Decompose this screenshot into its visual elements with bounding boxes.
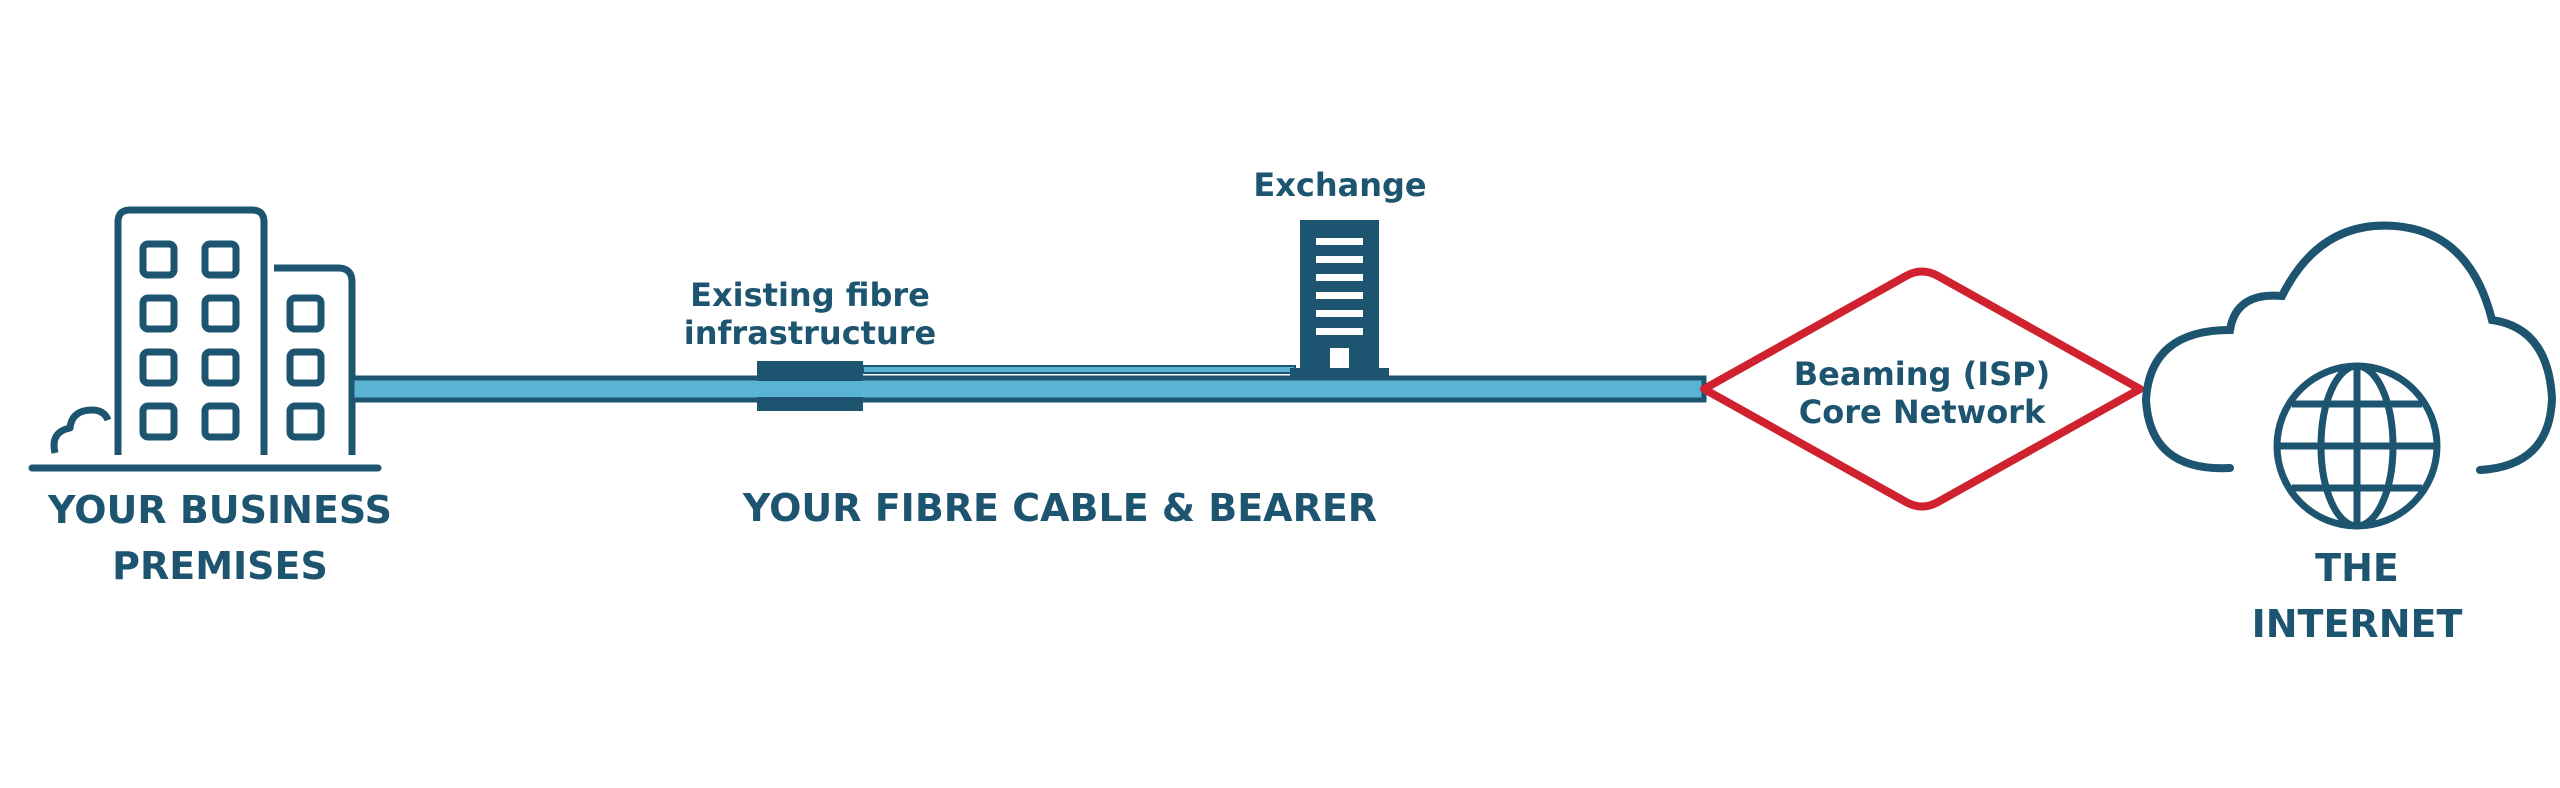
exchange-label: Exchange (1253, 166, 1427, 204)
isp-label-line2: Core Network (1798, 393, 2046, 431)
existing-fibre-connector (757, 361, 863, 411)
internet-label-line2: INTERNET (2251, 602, 2463, 646)
cloud-icon (2141, 221, 2557, 474)
isp-label-line1: Beaming (ISP) (1793, 355, 2051, 393)
existing-fibre-label-line2: infrastructure (683, 314, 937, 352)
globe-icon (2273, 362, 2441, 530)
premises-label-line2: PREMISES (112, 544, 328, 588)
premises-label: YOUR BUSINESS PREMISES (20, 482, 420, 594)
existing-fibre-label: Existing fibre infrastructure (655, 276, 965, 352)
premises-label-line1: YOUR BUSINESS (48, 488, 392, 532)
fibre-cable (349, 375, 1707, 403)
existing-fibre-label-line1: Existing fibre (690, 276, 930, 314)
office-building-icon (28, 206, 382, 472)
existing-fibre-line (862, 365, 1296, 374)
internet-label-line1: THE (2315, 546, 2399, 590)
exchange-building-icon (1290, 220, 1389, 378)
internet-label: THE INTERNET (2207, 540, 2507, 652)
isp-core-network-label: Beaming (ISP) Core Network (1772, 355, 2072, 431)
fibre-cable-label: YOUR FIBRE CABLE & BEARER (742, 486, 1378, 530)
isp-core-network-diamond (1700, 267, 2144, 511)
